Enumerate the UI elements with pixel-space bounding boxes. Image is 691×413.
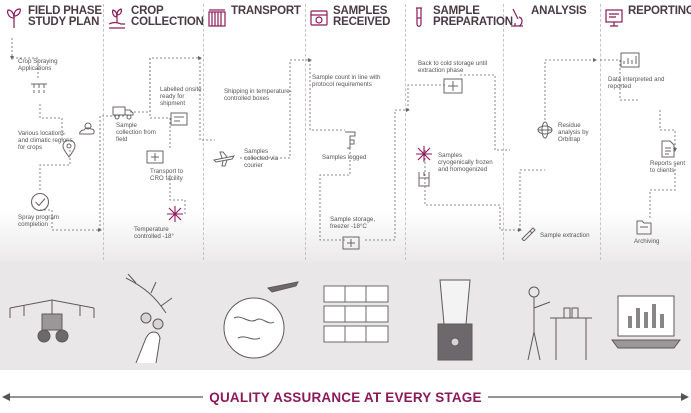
- stage-transport: TRANSPORT: [203, 0, 305, 370]
- report-screen-icon: [605, 9, 623, 27]
- note-sample-storage: Sample storage, freezer -18°C: [330, 216, 376, 230]
- stage-reporting: REPORTING: [600, 0, 691, 370]
- process-flow-path: [10, 38, 677, 241]
- stage-analysis: ANALYSIS: [503, 0, 600, 370]
- quality-assurance-label: QUALITY ASSURANCE AT EVERY STAGE: [0, 390, 691, 405]
- archive-folder-icon: [636, 220, 652, 235]
- note-residue: Residue analysis by Orbitrap: [558, 122, 589, 143]
- stage-title-line1: ANALYSIS: [531, 5, 587, 17]
- microscope-icon: [511, 8, 523, 27]
- stage-title-line1: TRANSPORT: [231, 5, 301, 17]
- stage-title-line2: STUDY PLAN: [28, 16, 100, 28]
- globe-plane-illustration: [223, 281, 299, 359]
- note-transport-cro: Transport to CRO facility: [150, 168, 184, 182]
- snowflake-icon: [416, 146, 432, 162]
- label-icon: [170, 112, 188, 126]
- stage-divider: [103, 4, 104, 260]
- note-crop-spraying: Crop Spraying Applications: [18, 58, 58, 72]
- stage-title-line1: SAMPLE: [433, 5, 480, 17]
- orbitrap-icon: [537, 121, 553, 139]
- test-tube-icon: [416, 7, 422, 27]
- stage-title-line1: CROP: [131, 5, 164, 17]
- plant-sprout-icon: [7, 8, 21, 28]
- truck-container-icon: [208, 9, 226, 27]
- note-data-interpreted: Data interpreted and reported: [608, 76, 665, 90]
- data-chart-icon: [620, 52, 640, 68]
- weather-icon: [79, 122, 95, 135]
- location-pin-icon: [62, 140, 76, 158]
- clipboard-icon: [345, 131, 356, 149]
- note-sample-extraction: Sample extraction: [540, 232, 590, 239]
- cold-box-icon: [146, 150, 164, 164]
- blender-illustration: [437, 279, 473, 361]
- airplane-icon: [212, 151, 236, 167]
- freezer-icon: [342, 236, 360, 250]
- stage-title-line2: PREPARATION: [433, 16, 513, 28]
- sprayer-icon: [31, 83, 47, 93]
- homogenizer-icon: [418, 172, 430, 187]
- note-sample-count: Sample count in line with protocol requi…: [312, 74, 381, 88]
- stage-title-line2: COLLECTION: [131, 16, 204, 28]
- stage-title-line2: RECEIVED: [333, 16, 391, 28]
- stage-divider: [503, 4, 504, 260]
- note-spray-completion: Spray program completion: [18, 214, 59, 228]
- stage-divider: [203, 4, 204, 260]
- note-labelled: Labelled onsite ready for shipment: [160, 86, 202, 107]
- tractor-sprayer-illustration: [9, 299, 95, 343]
- pipette-icon: [521, 227, 536, 241]
- stage-title-line1: SAMPLES: [333, 5, 388, 17]
- note-reports-sent: Reports sent to clients: [650, 160, 686, 174]
- laptop-report-illustration: [611, 295, 681, 349]
- stage-title-line1: REPORTING: [628, 5, 691, 17]
- bottom-fade: [0, 210, 691, 262]
- truck-icon: [112, 106, 134, 120]
- note-sample-collection: Sample collection from field: [116, 122, 156, 143]
- received-box-icon: [310, 10, 328, 26]
- check-circle-icon: [30, 192, 50, 212]
- report-document-icon: [661, 140, 675, 158]
- note-shipping: Shipping in temperature-controlled boxes: [224, 88, 292, 102]
- note-back-to-cold: Back to cold storage until extraction ph…: [418, 60, 488, 74]
- stage-title-line1: FIELD PHASE: [28, 5, 102, 17]
- note-cryogenic: Samples cryogenically frozen and homogen…: [438, 152, 493, 173]
- note-samples-logged: Samples logged: [322, 154, 367, 161]
- note-temperature: Temperature controlled -18°: [134, 226, 174, 240]
- note-archiving: Archiving: [634, 238, 660, 245]
- cold-storage-icon: [443, 78, 463, 94]
- hand-plant-icon: [108, 8, 125, 29]
- stage-divider: [600, 4, 601, 260]
- stage-crop-collection: CROP COLLECTION: [103, 0, 204, 370]
- hand-picking-illustration: [125, 273, 173, 364]
- snowflake-icon: [167, 206, 183, 222]
- note-locations: Various locations and climatic regions f…: [18, 130, 73, 151]
- stage-sample-preparation: SAMPLE PREPARATION: [405, 0, 513, 370]
- stage-samples-received: SAMPLES RECEIVED: [305, 0, 405, 370]
- lab-scientist-illustration: [527, 286, 592, 361]
- stage-divider: [405, 4, 406, 260]
- freezer-racks-illustration: [323, 285, 389, 343]
- stage-divider: [305, 4, 306, 260]
- quality-assurance-text: QUALITY ASSURANCE AT EVERY STAGE: [203, 390, 488, 405]
- note-samples-courier: Samples collected via courier: [244, 148, 279, 169]
- stage-field-phase: FIELD PHASE STUDY PLAN: [0, 0, 103, 370]
